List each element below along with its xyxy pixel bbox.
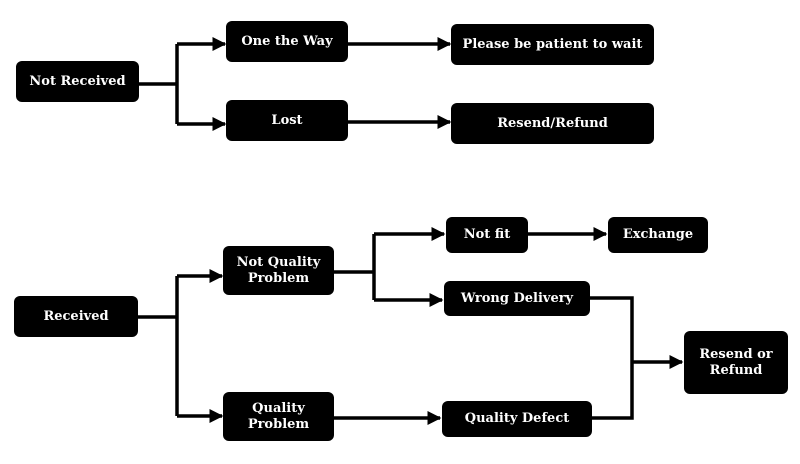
node-exchange-label: Exchange <box>622 227 694 242</box>
connector-received-trunk <box>138 276 179 416</box>
node-quality-defect-label: Quality Defect <box>464 411 570 426</box>
node-wrong-delivery: Wrong Delivery <box>444 281 590 316</box>
node-lost: Lost <box>226 100 348 141</box>
node-resend-or-refund-label: Resend or Refund <box>699 346 773 378</box>
connector-not-received-trunk <box>138 44 179 124</box>
node-on-the-way: One the Way <box>226 21 348 62</box>
node-not-fit: Not fit <box>446 217 528 253</box>
node-not-received: Not Received <box>16 61 139 102</box>
node-quality-problem-label: Quality Problem <box>247 400 310 432</box>
node-received: Received <box>14 296 138 337</box>
node-not-quality-problem-label: Not Quality Problem <box>236 254 321 286</box>
node-quality-problem: Quality Problem <box>223 392 334 441</box>
node-not-quality-problem: Not Quality Problem <box>223 246 334 295</box>
node-not-received-label: Not Received <box>29 73 126 89</box>
node-resend-refund: Resend/Refund <box>451 103 654 144</box>
node-quality-defect: Quality Defect <box>442 401 592 437</box>
connector-wrong-delivery-merge <box>590 296 634 420</box>
node-wrong-delivery-label: Wrong Delivery <box>460 290 574 306</box>
node-resend-or-refund: Resend or Refund <box>684 331 788 394</box>
node-please-wait: Please be patient to wait <box>451 24 654 65</box>
node-received-label: Received <box>43 308 109 324</box>
node-exchange: Exchange <box>608 217 708 253</box>
node-on-the-way-label: One the Way <box>241 33 333 49</box>
node-not-fit-label: Not fit <box>463 227 511 242</box>
node-resend-refund-label: Resend/Refund <box>497 115 608 131</box>
node-please-wait-label: Please be patient to wait <box>462 36 643 52</box>
node-lost-label: Lost <box>271 112 303 128</box>
connector-nqp-trunk <box>334 234 376 300</box>
